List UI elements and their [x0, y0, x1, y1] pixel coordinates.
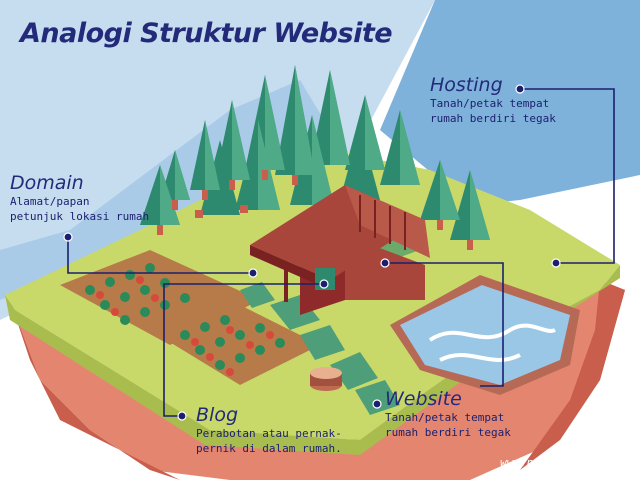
stone-path	[240, 282, 400, 415]
footer-url: www.nodiharahap.com	[500, 456, 626, 469]
sky-band	[380, 0, 640, 205]
website-label: Website Tanah/petak tempat rumah berdiri…	[385, 388, 511, 440]
blog-desc-line2: pernik di dalam rumah.	[196, 442, 342, 455]
hosting-label: Hosting Tanah/petak tempat rumah berdiri…	[430, 74, 556, 126]
website-heading: Website	[385, 388, 462, 410]
website-desc-line2: rumah berdiri tegak	[385, 426, 511, 439]
page-title: Analogi Struktur Website	[20, 18, 393, 49]
leader-dots	[63, 84, 561, 421]
hosting-heading: Hosting	[430, 74, 503, 96]
island-cliff	[10, 280, 625, 480]
tree-stump	[310, 367, 342, 391]
domain-desc-line2: petunjuk lokasi rumah	[10, 210, 150, 223]
domain-desc-line1: Alamat/papan	[10, 195, 90, 208]
blog-desc-line1: Perabotan atau pernak-	[196, 427, 342, 440]
blog-label: Blog Perabotan atau pernak- pernik di da…	[196, 404, 342, 456]
leader-lines	[67, 88, 615, 417]
hosting-desc-line2: rumah berdiri tegak	[430, 112, 556, 125]
domain-label: Domain Alamat/papan petunjuk lokasi ruma…	[10, 172, 149, 224]
forest	[140, 65, 490, 250]
pond	[390, 275, 580, 395]
website-desc-line1: Tanah/petak tempat	[385, 411, 505, 424]
blog-heading: Blog	[196, 404, 238, 426]
domain-heading: Domain	[10, 172, 84, 194]
hosting-desc-line1: Tanah/petak tempat	[430, 97, 550, 110]
